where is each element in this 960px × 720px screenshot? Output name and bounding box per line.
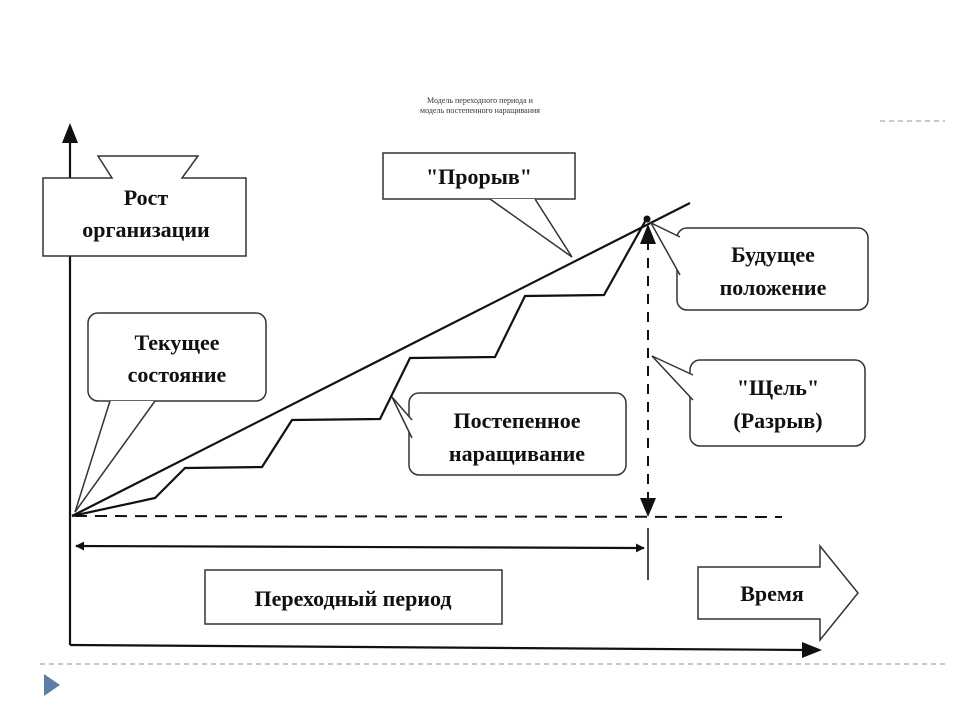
future-state-line-2: положение bbox=[720, 275, 827, 300]
breakthrough-line bbox=[71, 202, 691, 517]
gap-line-2: (Разрыв) bbox=[733, 408, 822, 433]
x-axis-arrowhead bbox=[802, 642, 822, 658]
gap-line-1: "Щель" bbox=[737, 375, 819, 400]
incremental-pointer bbox=[391, 396, 413, 439]
breakthrough-pointer bbox=[489, 198, 573, 258]
growth-callout bbox=[42, 155, 247, 257]
incremental-staircase bbox=[71, 217, 648, 518]
incremental-line-2: наращивание bbox=[449, 441, 585, 466]
gap-arrowhead-top bbox=[640, 224, 656, 244]
baseline-dashed bbox=[74, 515, 783, 518]
transition-period-arrow bbox=[75, 541, 645, 553]
x-axis bbox=[69, 643, 807, 652]
incremental-line-1: Постепенное bbox=[453, 408, 580, 433]
slide-title-line-1: Модель переходного периода и bbox=[427, 96, 533, 105]
current-state-line-2: состояние bbox=[128, 362, 227, 387]
triangle-right-icon[interactable] bbox=[44, 674, 60, 696]
y-axis-arrowhead bbox=[62, 123, 78, 143]
growth-label-line-2: организации bbox=[82, 217, 210, 242]
incremental-callout bbox=[408, 392, 627, 476]
gap-callout bbox=[689, 359, 866, 447]
slide-title-line-2: модель постепенного наращивания bbox=[420, 106, 540, 115]
transition-period-box bbox=[204, 569, 503, 625]
transition-period-label: Переходный период bbox=[255, 586, 452, 611]
time-label: Время bbox=[740, 581, 804, 606]
breakthrough-label: "Прорыв" bbox=[426, 164, 532, 189]
growth-label-line-1: Рост bbox=[124, 185, 169, 210]
future-state-pointer bbox=[649, 221, 681, 276]
current-state-callout bbox=[87, 312, 267, 402]
breakthrough-callout bbox=[382, 152, 576, 200]
gap-arrowhead-bottom bbox=[640, 498, 656, 517]
time-arrow bbox=[697, 543, 859, 643]
current-state-line-1: Текущее bbox=[134, 330, 219, 355]
current-state-pointer bbox=[74, 400, 156, 513]
future-state-point bbox=[643, 215, 651, 223]
slide-title: Модель переходного периода и модель пост… bbox=[380, 96, 580, 116]
gap-pointer bbox=[651, 355, 694, 401]
future-state-line-1: Будущее bbox=[731, 242, 815, 267]
